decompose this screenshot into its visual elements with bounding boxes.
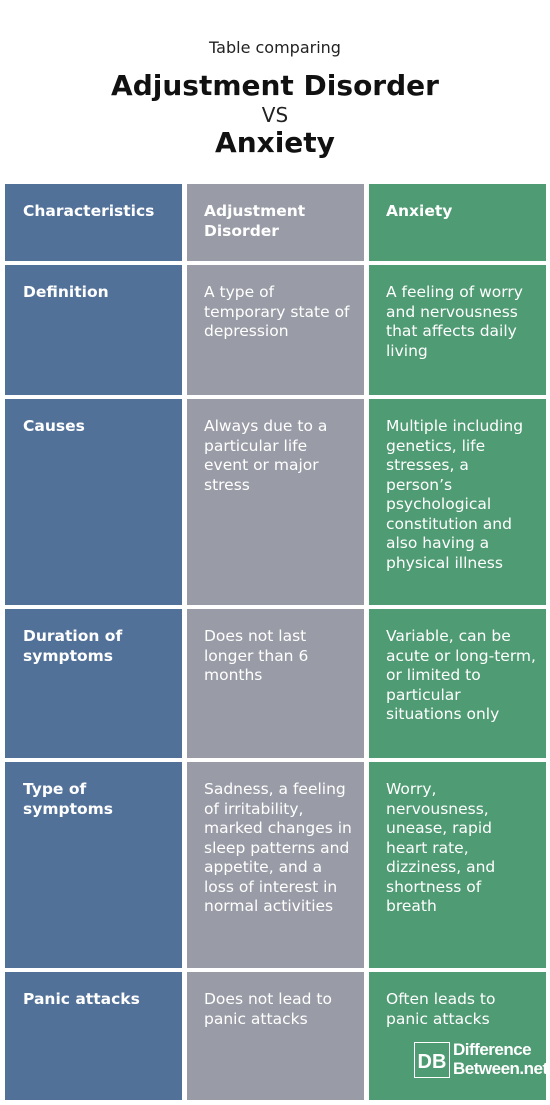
row-anxiety-value: Often leads to panic attacks bbox=[369, 972, 546, 1100]
versus-label: VS bbox=[261, 103, 289, 127]
row-characteristic: Definition bbox=[5, 265, 182, 395]
logo-text-line2: Between.net bbox=[453, 1059, 548, 1078]
column-header-characteristics: Characteristics bbox=[5, 184, 182, 261]
page-header: Table comparing Adjustment Disorder VS A… bbox=[0, 0, 550, 184]
row-adjustment-value: Does not last longer than 6 months bbox=[187, 609, 364, 758]
row-adjustment-value: Sadness, a feeling of irritability, mark… bbox=[187, 762, 364, 968]
row-characteristic: Causes bbox=[5, 399, 182, 605]
row-characteristic: Panic attacks bbox=[5, 972, 182, 1100]
table-header-row: Characteristics Adjustment Disorder Anxi… bbox=[0, 184, 550, 261]
table-row: Duration of symptoms Does not last longe… bbox=[0, 609, 550, 758]
table-row: Type of symptoms Sadness, a feeling of i… bbox=[0, 762, 550, 968]
title-anxiety: Anxiety bbox=[215, 126, 335, 159]
logo-mark-text: DB bbox=[418, 1051, 447, 1073]
column-header-adjustment-disorder: Adjustment Disorder bbox=[187, 184, 364, 261]
row-characteristic: Duration of symptoms bbox=[5, 609, 182, 758]
row-anxiety-value: Worry, nervousness, unease, rapid heart … bbox=[369, 762, 546, 968]
comparison-table: Characteristics Adjustment Disorder Anxi… bbox=[0, 184, 550, 1104]
row-anxiety-value: Variable, can be acute or long-term, or … bbox=[369, 609, 546, 758]
table-row: Panic attacks Does not lead to panic att… bbox=[0, 972, 550, 1100]
row-adjustment-value: Does not lead to panic attacks bbox=[187, 972, 364, 1100]
differencebetween-logo: DB Difference Between.net bbox=[412, 1038, 548, 1082]
title-adjustment-disorder: Adjustment Disorder bbox=[111, 69, 439, 102]
row-anxiety-value: Multiple including genetics, life stress… bbox=[369, 399, 546, 605]
table-row: Causes Always due to a particular life e… bbox=[0, 399, 550, 605]
row-characteristic: Type of symptoms bbox=[5, 762, 182, 968]
page-subtitle: Table comparing bbox=[209, 38, 341, 57]
row-adjustment-value: Always due to a particular life event or… bbox=[187, 399, 364, 605]
row-adjustment-value: A type of temporary state of depression bbox=[187, 265, 364, 395]
table-row: Definition A type of temporary state of … bbox=[0, 265, 550, 395]
logo-text-line1: Difference bbox=[453, 1040, 532, 1059]
row-anxiety-value: A feeling of worry and nervousness that … bbox=[369, 265, 546, 395]
column-header-anxiety: Anxiety bbox=[369, 184, 546, 261]
db-logo-icon: DB bbox=[414, 1042, 450, 1078]
